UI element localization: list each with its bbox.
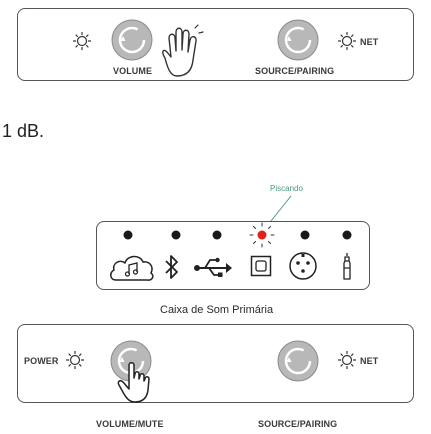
speaker-source-panel [96, 221, 370, 290]
pointing-hand-icon [117, 362, 150, 403]
source-pairing-knob[interactable] [276, 18, 320, 62]
aux-jack-icon [343, 253, 351, 280]
source-pairing-label: SOURCE/PAIRING [255, 66, 335, 76]
power-label: POWER [24, 356, 59, 366]
volume-label: VOLUME [113, 66, 153, 76]
bottom-net-label: NET [360, 356, 379, 366]
top-net-label: NET [360, 37, 379, 47]
status-led [342, 230, 352, 240]
note-text: 1 dB. [2, 121, 45, 141]
optical-icon [250, 255, 272, 277]
volume-knob[interactable] [110, 18, 154, 62]
callout-label: Piscando [270, 184, 303, 193]
status-led [171, 230, 181, 240]
status-led [212, 230, 222, 240]
cloud-music-icon [110, 255, 154, 281]
usb-icon [194, 257, 232, 277]
bottom-control-panel [17, 324, 414, 403]
volume-mute-label: VOLUME/MUTE [96, 419, 164, 429]
bottom-right-sun-icon [337, 350, 357, 370]
status-led [300, 230, 310, 240]
status-led [123, 230, 133, 240]
bottom-source-pairing-knob[interactable] [276, 339, 320, 383]
xlr-icon [289, 252, 317, 280]
bottom-left-sun-icon [65, 350, 85, 370]
status-led [257, 230, 267, 240]
top-right-sun-icon [337, 31, 357, 51]
bottom-source-pairing-label: SOURCE/PAIRING [258, 419, 338, 429]
top-left-sun-icon [72, 31, 92, 51]
speaker-caption: Caixa de Som Primária [160, 304, 274, 316]
led-blink-rays [249, 222, 275, 248]
hand-wave-icon [162, 24, 204, 77]
top-control-panel [17, 8, 414, 81]
bluetooth-icon [165, 255, 178, 279]
